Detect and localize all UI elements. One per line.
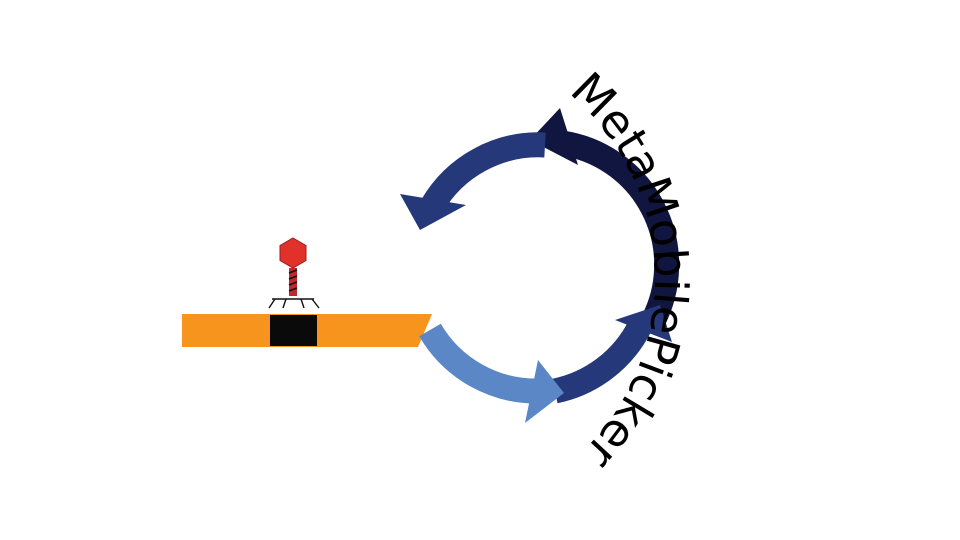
circular-arrows-icon bbox=[400, 108, 680, 423]
logo-text-path: MetaMobilePicker bbox=[561, 62, 699, 480]
arrow-mid-top-head bbox=[400, 194, 466, 230]
phage-legs bbox=[268, 298, 320, 309]
arrow-dark bbox=[559, 130, 680, 327]
arrow-light-head bbox=[525, 360, 564, 423]
genome-bar-icon bbox=[182, 314, 432, 347]
arrow-dark-head bbox=[530, 108, 578, 165]
bacteriophage-icon bbox=[268, 237, 320, 309]
insert-block bbox=[270, 315, 317, 346]
arrow-mid-bottom-head bbox=[615, 305, 672, 342]
arrow-light bbox=[419, 323, 541, 404]
phage-tail bbox=[289, 268, 297, 296]
arrow-mid-bottom bbox=[552, 320, 652, 404]
phage-tail-stripes bbox=[288, 269, 298, 292]
phage-head bbox=[279, 237, 307, 269]
logo-text: MetaMobilePicker bbox=[561, 62, 699, 480]
arrow-mid-top bbox=[421, 132, 546, 213]
